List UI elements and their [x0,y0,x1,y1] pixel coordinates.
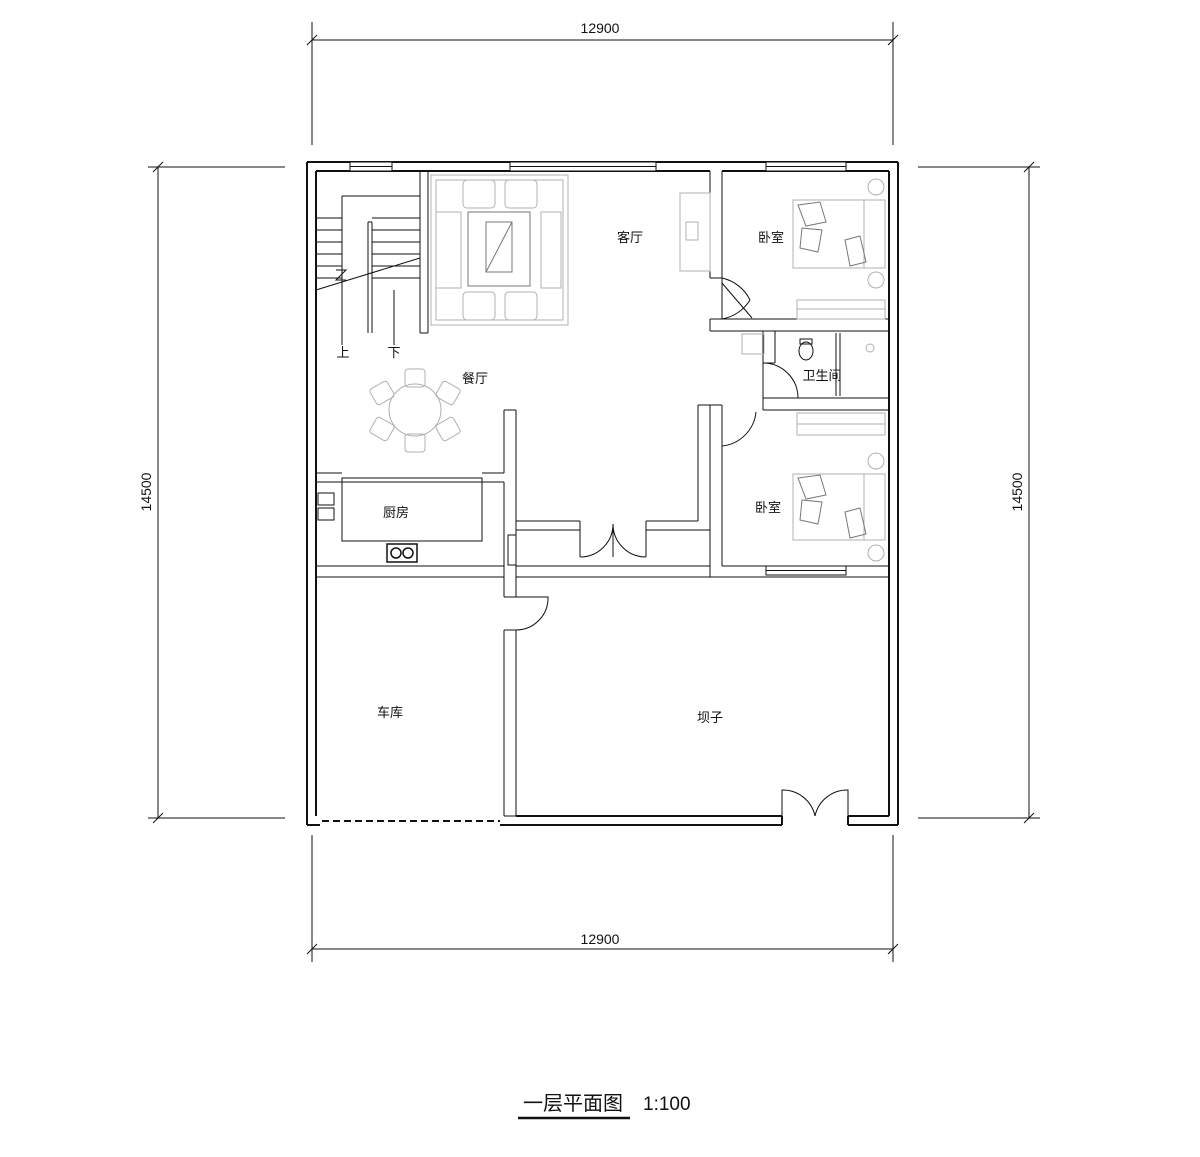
tv-cabinet [679,192,711,272]
room-label-bathroom: 卫生间 [802,369,841,384]
bedroom-upper-bed [792,178,886,320]
dimension-top: 12900 [306,20,899,145]
dining-table [369,368,461,453]
stair-up-label: 上 [336,346,349,361]
dimension-left: 14500 [138,161,285,824]
living-room-sofa-set [430,174,569,326]
dimension-bottom: 12900 [306,835,899,962]
kitchen-counter [317,477,483,563]
dimension-bottom-text: 12900 [581,931,620,947]
room-label-courtyard: 坝子 [697,711,723,726]
drawing-title-name: 一层平面图 [523,1091,623,1115]
dimension-top-text: 12900 [581,20,620,36]
stair-down-label: 下 [387,346,400,361]
room-label-bedroom-lower: 卧室 [755,500,781,516]
bedroom-lower-bed [792,412,886,562]
room-label-bedroom-upper: 卧室 [758,230,784,246]
interior-walls [315,171,889,817]
dimension-right-text: 14500 [1009,472,1025,511]
doors [515,277,849,817]
exterior-walls [306,161,899,826]
drawing-title: 一层平面图 1:100 [518,1091,691,1120]
dimension-left-text: 14500 [138,472,154,511]
staircase: 上 下 [315,195,421,361]
drawing-scale: 1:100 [643,1094,691,1115]
room-label-garage: 车库 [377,705,403,721]
room-label-kitchen: 厨房 [383,505,409,521]
room-label-living-room: 客厅 [617,230,643,246]
room-label-dining-room: 餐厅 [462,371,488,387]
bathroom-fixtures [741,333,875,396]
dimension-right: 14500 [918,161,1040,824]
